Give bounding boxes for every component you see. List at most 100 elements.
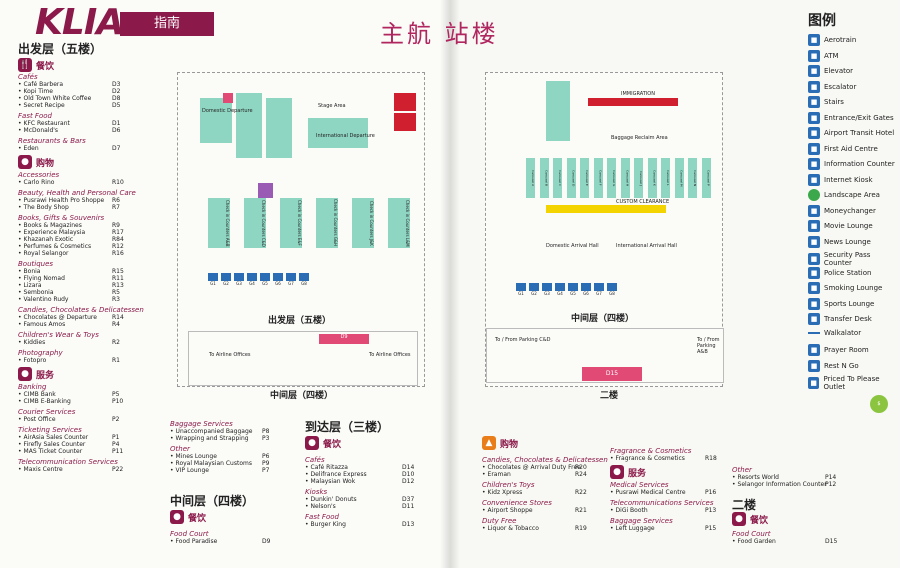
carousel: Carousel C: [553, 158, 562, 198]
bullet-marker: •: [610, 455, 614, 462]
item-name: Kopi Time: [23, 88, 53, 95]
item-code: R2: [112, 339, 120, 346]
item-code: P13: [705, 507, 717, 514]
category-label: 餐饮: [188, 513, 207, 524]
legend-label: Stairs: [824, 98, 844, 106]
stairs-icon: ■: [808, 96, 820, 108]
item-name: Left Luggage: [615, 525, 655, 532]
item-name: Chocolates @ Departure: [23, 314, 97, 321]
item-name: Khazanah Exotic: [23, 236, 74, 243]
item-name: Pusrawi Medical Centre: [615, 489, 686, 496]
group-title: Candies, Chocolates & Delicatessen: [18, 306, 144, 314]
bullet-marker: •: [732, 481, 736, 488]
item-name: Food Paradise: [175, 538, 218, 545]
item-code: R1: [112, 357, 120, 364]
bullet-marker: •: [305, 496, 309, 503]
item-code: D7: [112, 145, 121, 152]
carousel: Carousel L: [661, 158, 670, 198]
legend-label: Information Counter: [824, 160, 895, 168]
bullet-marker: •: [18, 321, 22, 328]
gate-icon: [234, 273, 244, 281]
carousel: Carousel F: [593, 158, 603, 198]
item-name: Famous Amos: [23, 321, 66, 328]
food-icon: ●: [170, 510, 184, 524]
bullet-marker: •: [18, 127, 22, 134]
bullet-marker: •: [18, 434, 22, 441]
group-title: Cafés: [305, 456, 325, 464]
group-title: Food Court: [170, 530, 209, 538]
d9-block: D9: [319, 334, 369, 344]
food-icon: ●: [305, 436, 319, 450]
item-code: R17: [112, 229, 124, 236]
baggage-reclaim-label: Baggage Reclaim Area: [611, 135, 668, 141]
price-icon: ■: [808, 377, 820, 389]
mezzanine-map-label: 中间层（四楼）: [270, 391, 334, 401]
bullet-marker: •: [482, 525, 486, 532]
item-code: P22: [112, 466, 124, 473]
checkin-counter: Check in Counters J&K: [352, 198, 374, 248]
gate-item: G4: [555, 283, 565, 296]
checkin-counter: Check in Counters E&F: [280, 198, 302, 248]
item-name: VIP Lounge: [175, 467, 209, 474]
gate-icon: [516, 283, 526, 291]
hotel-icon: ■: [808, 127, 820, 139]
domestic-departure-label: Domestic Departure: [202, 108, 253, 114]
item-code: R19: [575, 525, 587, 532]
legend-label: Entrance/Exit Gates: [824, 113, 894, 122]
bullet-marker: •: [18, 95, 22, 102]
item-code: D10: [402, 471, 415, 478]
group-title: Banking: [18, 383, 47, 391]
item-name: Resorts World: [737, 474, 779, 481]
item-code: D5: [112, 102, 121, 109]
info-icon: ■: [808, 158, 820, 170]
gate-item: G1: [208, 273, 218, 286]
item-name: Post Office: [23, 416, 56, 423]
legend-item: ■Smoking Lounge: [808, 282, 882, 294]
bullet-marker: •: [18, 222, 22, 229]
item-code: P10: [112, 398, 124, 405]
legend-item: ■Elevator: [808, 65, 853, 77]
group-title: Courier Services: [18, 408, 76, 416]
item-code: P5: [112, 391, 120, 398]
item-code: R84: [112, 236, 124, 243]
movie-icon: ■: [808, 220, 820, 232]
parking-ab-label: To / From Parking A&B: [697, 337, 720, 355]
category-label: 餐饮: [750, 515, 769, 526]
item-code: D14: [402, 464, 415, 471]
item-name: Malaysian Wok: [310, 478, 356, 485]
item-code: P7: [262, 467, 270, 474]
gate-icon: [542, 283, 552, 291]
item-code: R5: [112, 289, 120, 296]
gate-item: G7: [286, 273, 296, 286]
gate-label: G8: [301, 281, 307, 286]
category-header: ▲购物: [482, 436, 518, 450]
bullet-marker: •: [18, 229, 22, 236]
checkin-counter: Check in Counters C&D: [244, 198, 266, 248]
gate-label: G6: [275, 281, 281, 286]
gate-icon: [221, 273, 231, 281]
item-code: D12: [402, 478, 415, 485]
bullet-marker: •: [305, 503, 309, 510]
group-title: Accessories: [18, 171, 60, 179]
food-category: 🍴 餐饮: [18, 58, 55, 72]
carousel: Carousel M: [674, 158, 684, 198]
bullet-marker: •: [482, 489, 486, 496]
gate-label: G7: [596, 291, 602, 296]
item-name: Café Ritazza: [310, 464, 348, 471]
bullet-marker: •: [18, 243, 22, 250]
rest-icon: ■: [808, 359, 820, 372]
gate-item: G7: [594, 283, 604, 296]
airline-offices-label-left: To Airline Offices: [209, 352, 251, 358]
